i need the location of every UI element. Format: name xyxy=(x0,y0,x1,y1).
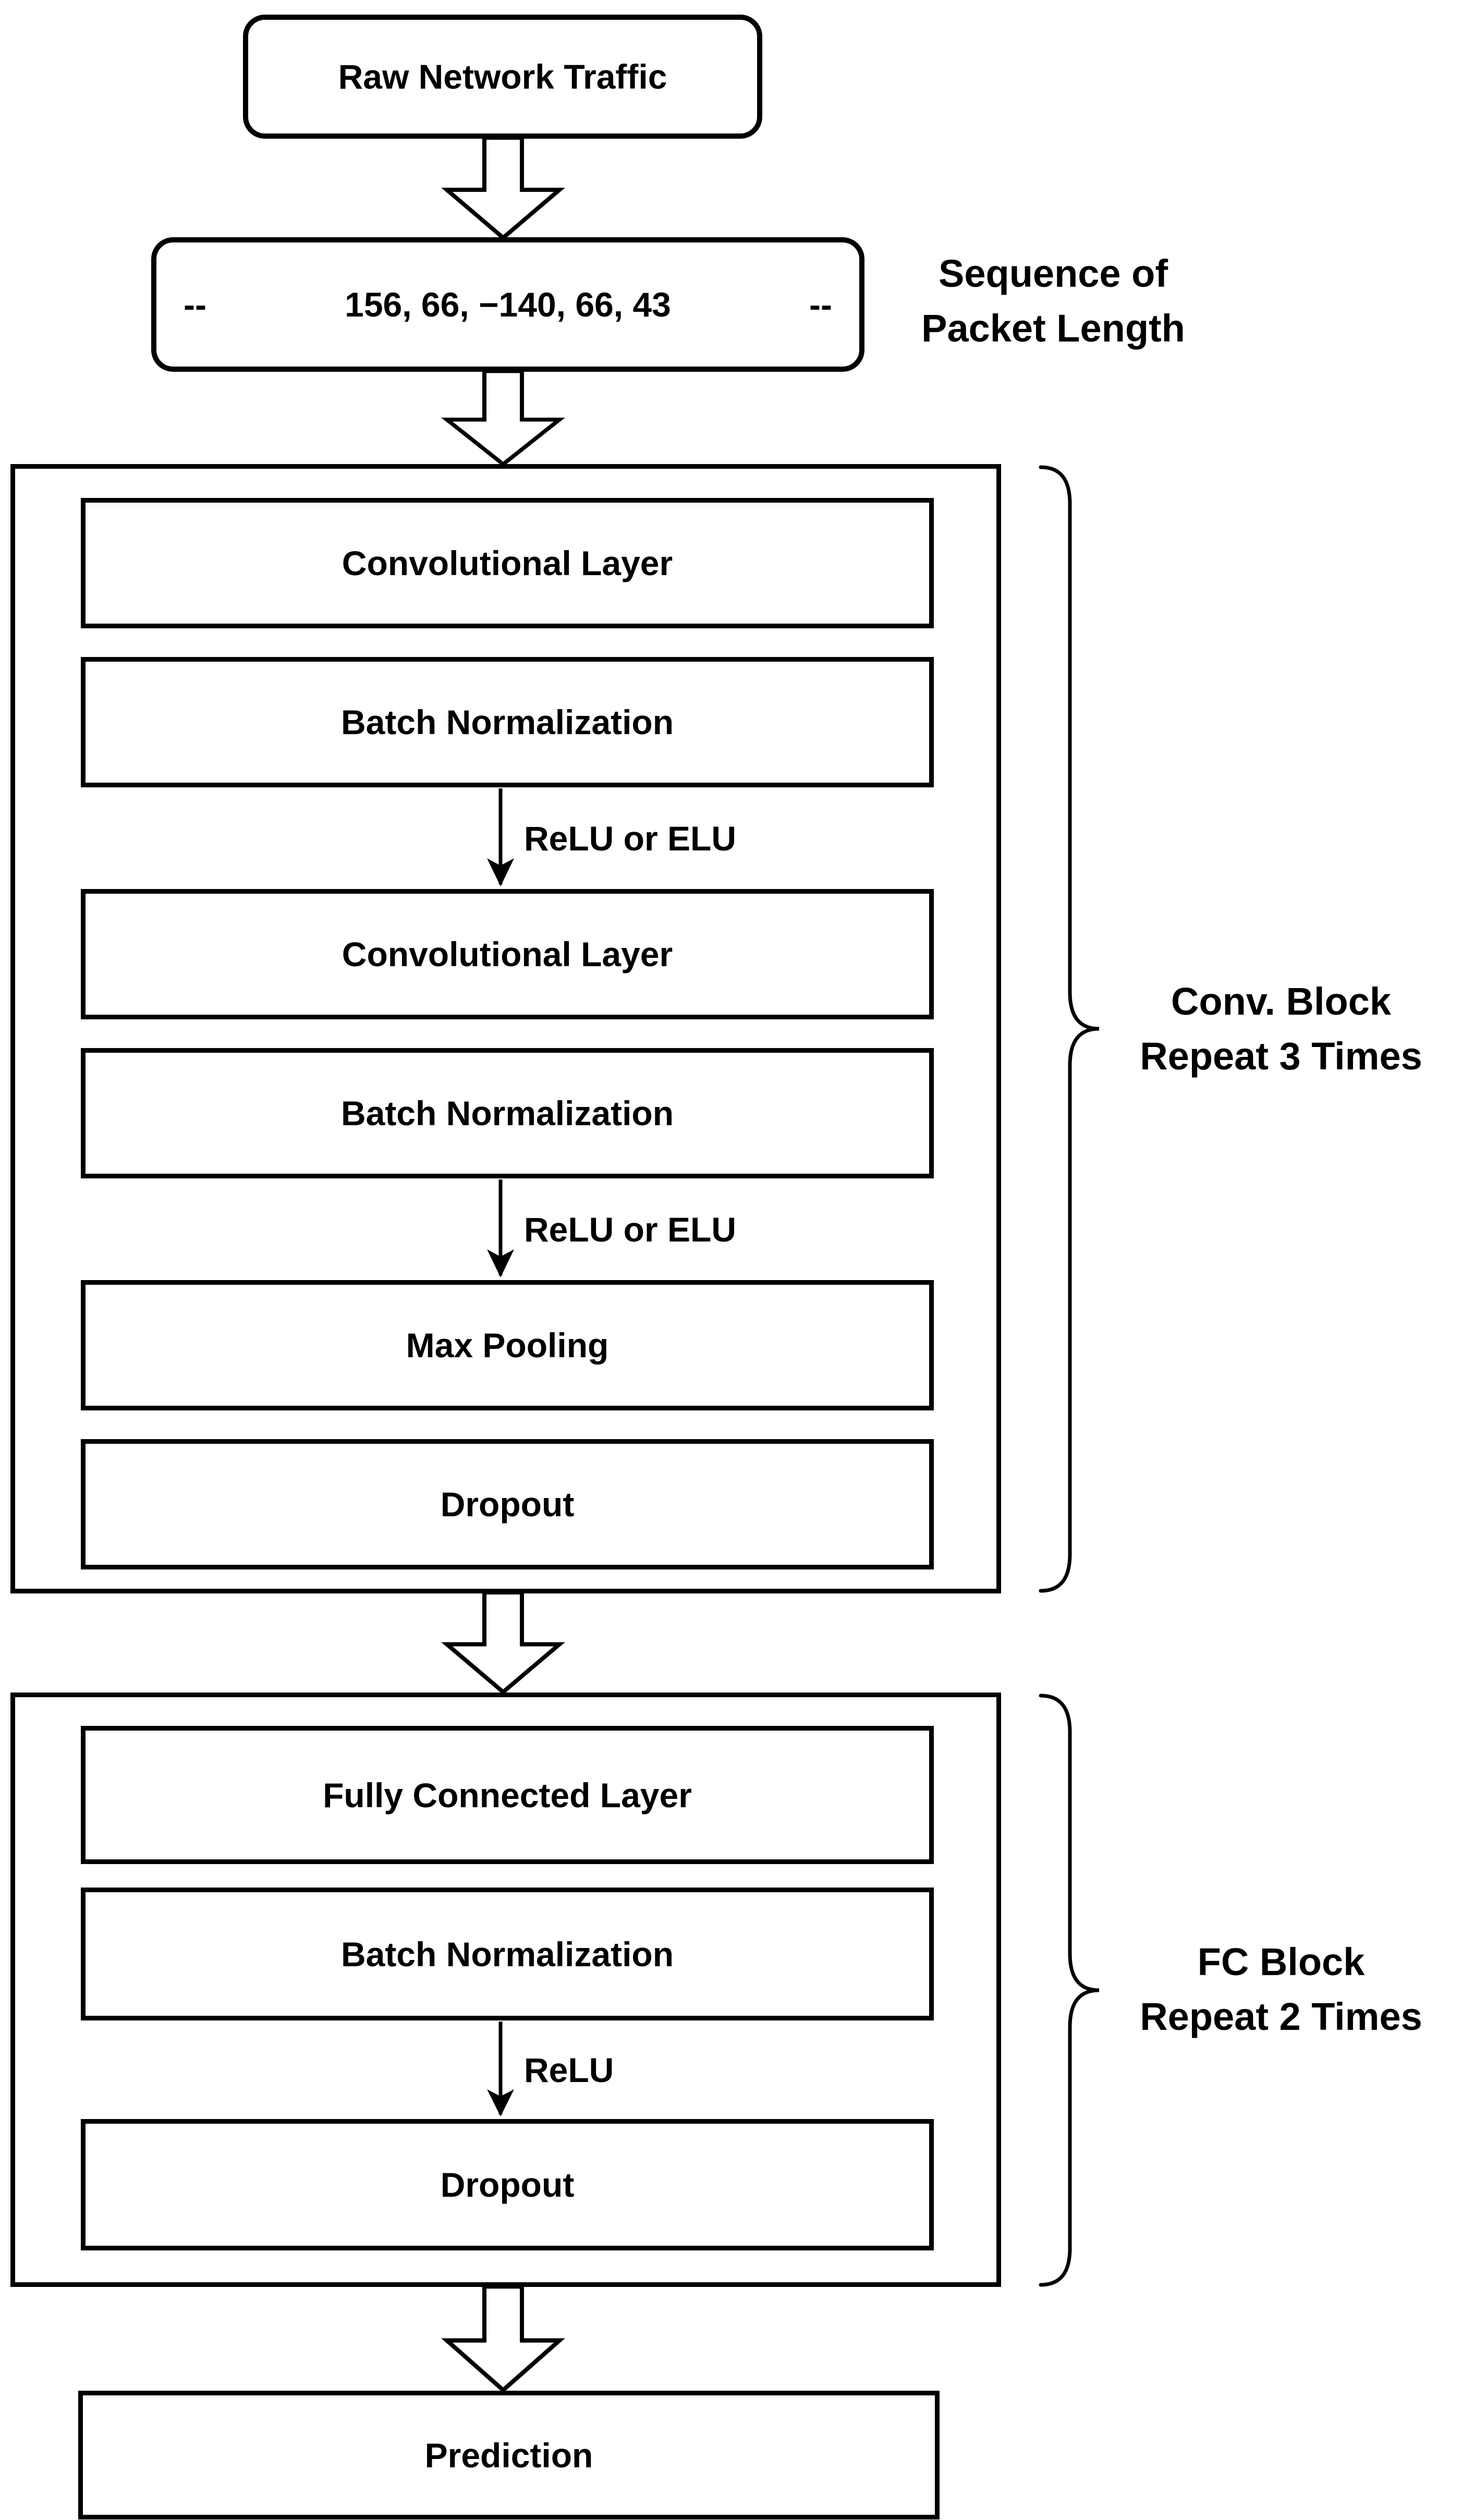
batch-norm-2-label: Batch Normalization xyxy=(340,1094,674,1133)
conv-block-brace-icon xyxy=(1039,465,1100,1593)
activation-label-relu-elu-1: ReLU or ELU xyxy=(524,819,737,858)
sequence-left-ellipsis: -- xyxy=(184,285,206,324)
dropout-fc-label: Dropout xyxy=(440,2165,575,2204)
activation-arrow-icon xyxy=(487,2022,514,2117)
node-batch-norm-3: Batch Normalization xyxy=(81,1888,934,2020)
conv-layer-1-label: Convolutional Layer xyxy=(342,544,673,582)
sequence-caption: Sequence of Packet Length xyxy=(881,246,1225,356)
activation-arrow-icon xyxy=(487,1179,514,1277)
max-pooling-label: Max Pooling xyxy=(406,1326,609,1365)
node-dropout-fc: Dropout xyxy=(81,2119,934,2250)
sequence-caption-line1: Sequence of xyxy=(939,252,1168,295)
fc-block-caption: FC Block Repeat 2 Times xyxy=(1100,1934,1462,2044)
node-batch-norm-1: Batch Normalization xyxy=(81,657,934,787)
prediction-label: Prediction xyxy=(424,2436,593,2475)
conv-block-caption-line2: Repeat 3 Times xyxy=(1140,1034,1422,1078)
conv-block-caption: Conv. Block Repeat 3 Times xyxy=(1100,974,1462,1084)
conv-block-container xyxy=(10,464,1001,1593)
node-raw-network-traffic: Raw Network Traffic xyxy=(243,15,762,139)
activation-label-relu: ReLU xyxy=(524,2051,614,2089)
fc-block-brace-icon xyxy=(1039,1694,1100,2287)
fc-block-caption-line1: FC Block xyxy=(1197,1940,1365,1983)
batch-norm-1-label: Batch Normalization xyxy=(340,703,674,741)
conv-layer-2-label: Convolutional Layer xyxy=(342,935,673,973)
activation-label-relu-elu-2: ReLU or ELU xyxy=(524,1210,737,1249)
node-batch-norm-2: Batch Normalization xyxy=(81,1048,934,1178)
batch-norm-3-label: Batch Normalization xyxy=(340,1934,674,1974)
sequence-values: 156, 66, −140, 66, 43 xyxy=(345,285,671,324)
node-dropout-conv: Dropout xyxy=(81,1439,934,1569)
dropout-conv-label: Dropout xyxy=(440,1485,575,1524)
fully-connected-layer-label: Fully Connected Layer xyxy=(323,1775,692,1815)
fc-block-caption-line2: Repeat 2 Times xyxy=(1140,1995,1422,2038)
down-arrow-icon xyxy=(441,136,565,240)
node-fully-connected-layer: Fully Connected Layer xyxy=(81,1726,934,1864)
node-packet-length-sequence: -- 156, 66, −140, 66, 43 -- xyxy=(151,237,864,372)
activation-arrow-icon xyxy=(487,788,514,886)
down-arrow-icon xyxy=(441,2284,565,2392)
node-prediction: Prediction xyxy=(78,2391,940,2519)
sequence-caption-line2: Packet Length xyxy=(921,307,1185,350)
raw-network-traffic-label: Raw Network Traffic xyxy=(338,57,667,96)
sequence-right-ellipsis: -- xyxy=(809,285,832,324)
down-arrow-icon xyxy=(441,1590,565,1694)
node-conv-layer-2: Convolutional Layer xyxy=(81,889,934,1019)
conv-block-caption-line1: Conv. Block xyxy=(1171,980,1392,1023)
node-conv-layer-1: Convolutional Layer xyxy=(81,498,934,628)
node-max-pooling: Max Pooling xyxy=(81,1280,934,1410)
down-arrow-icon xyxy=(441,369,565,466)
